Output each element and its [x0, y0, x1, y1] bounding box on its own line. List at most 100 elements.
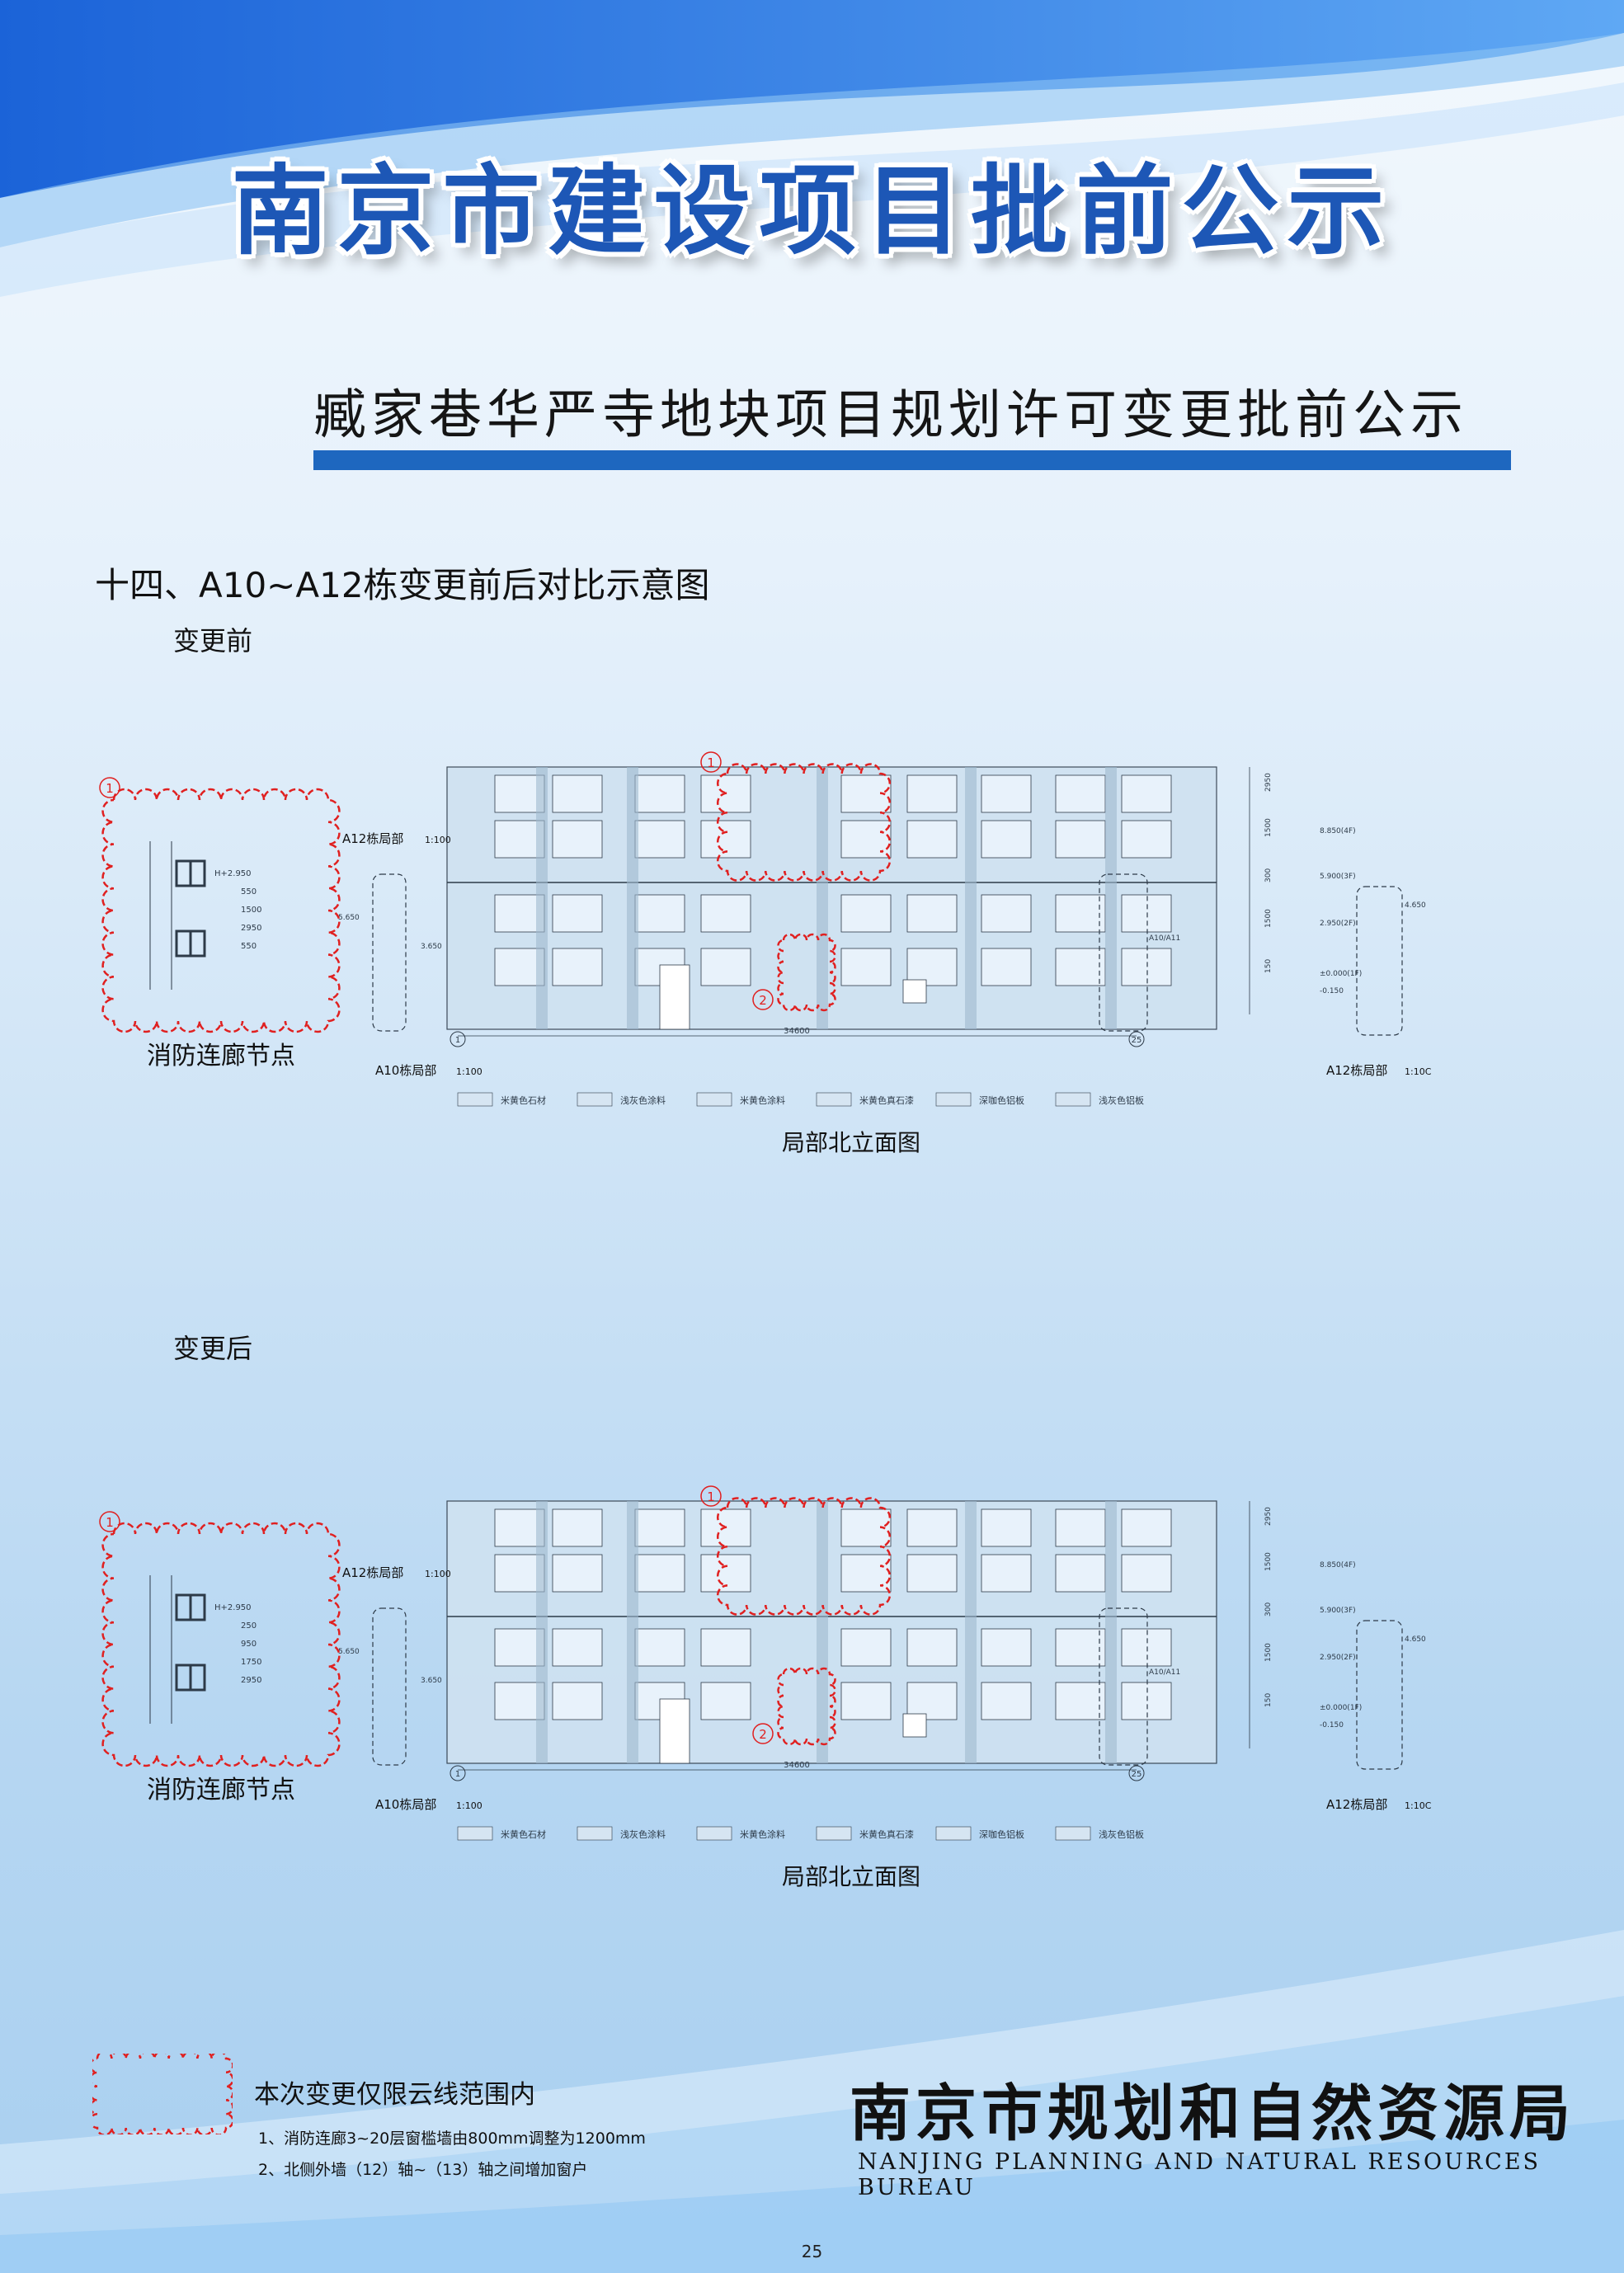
facade-cloud-marker-2-circle: [752, 989, 774, 1010]
legend-swatch: [696, 1826, 732, 1841]
level-mark: 8.850(4F): [1320, 1561, 1356, 1569]
facade-window: [981, 1628, 1032, 1667]
level-dimension: 300: [1264, 1602, 1273, 1617]
facade-window: [552, 774, 603, 813]
facade-cloud-marker-2: 2: [759, 1727, 767, 1742]
page-title: 南京市建设项目批前公示: [231, 153, 1393, 268]
legend-swatch: [577, 1092, 613, 1107]
facade-column: [1105, 767, 1117, 1029]
organization-english-name: NANJING PLANNING AND NATURAL RESOURCES B…: [858, 2149, 1542, 2200]
legend-swatch: [577, 1826, 613, 1841]
axis-bubble-left: [450, 1031, 466, 1047]
facade-window: [1055, 1682, 1106, 1720]
facade-column: [536, 1501, 548, 1763]
adjacent-building-frame: [372, 1607, 407, 1766]
facade-window: [840, 1554, 892, 1593]
facade-window: [552, 1682, 603, 1720]
facade-column: [627, 767, 638, 1029]
facade-column: [817, 767, 828, 1029]
facade-window: [700, 1628, 751, 1667]
facade-column: [817, 1501, 828, 1763]
facade-window: [906, 1554, 958, 1593]
facade-window: [1055, 820, 1106, 859]
legend-text: 本次变更仅限云线范围内: [254, 2080, 535, 2110]
footer-background-swoosh: [0, 1930, 1624, 2273]
level-mark: 2.950(2F): [1320, 1654, 1356, 1662]
facade-window: [906, 1682, 958, 1720]
legend-item: 浅灰色涂料: [620, 1094, 666, 1106]
node-caption: 消防连廊节点: [147, 1776, 295, 1805]
facade-column: [965, 1501, 977, 1763]
facade-window: [552, 820, 603, 859]
level-dimension: 1500: [1264, 909, 1273, 928]
legend-item: 米黄色石材: [501, 1828, 546, 1840]
small-window: [902, 1713, 927, 1738]
facade-window: [552, 1508, 603, 1547]
label-a12-local-right: A12栋局部: [1326, 1063, 1387, 1078]
facade-window: [634, 1628, 685, 1667]
node-dimension: H+2.950: [214, 1603, 252, 1612]
level-mark: 5.900(3F): [1320, 1607, 1356, 1615]
legend-swatch: [816, 1092, 852, 1107]
node-dimension: 550: [241, 887, 257, 896]
entrance-door: [659, 964, 690, 1030]
axis-label-left: 1: [455, 1770, 460, 1779]
legend-item: 米黄色真石漆: [859, 1094, 914, 1106]
facade-window: [1121, 948, 1172, 986]
legend-item: 米黄色石材: [501, 1094, 546, 1106]
dim-4650: 4.650: [1405, 1635, 1426, 1644]
elevation-caption: 局部北立面图: [782, 1863, 920, 1889]
level-dimension: 1500: [1264, 1643, 1273, 1662]
facade-window: [981, 1508, 1032, 1547]
facade-window: [1121, 1508, 1172, 1547]
level-dimension: 2950: [1264, 773, 1273, 792]
facade-window: [1055, 1508, 1106, 1547]
legend-item: 米黄色涂料: [740, 1828, 785, 1840]
legend-swatch: [457, 1826, 493, 1841]
facade-window: [700, 948, 751, 986]
scale-top: 1:100: [425, 835, 451, 845]
tag-a10-a11: A10/A11: [1149, 934, 1180, 943]
elevation-drawing-after: 1H+2.95025095017502950消防连廊节点125.6503.650…: [99, 1485, 1432, 1889]
facade-window: [1121, 774, 1172, 813]
cloud-marker-1: 1: [106, 1515, 114, 1530]
level-dimension: 150: [1264, 959, 1273, 973]
revision-cloud-1: [717, 1497, 891, 1616]
facade-window: [981, 774, 1032, 813]
level-dimension: 300: [1264, 868, 1273, 882]
dim-4650: 4.650: [1405, 901, 1426, 910]
facade-window: [634, 894, 685, 933]
facade-window: [1121, 820, 1172, 859]
facade-window: [552, 1628, 603, 1667]
dim-5650: 5.650: [338, 1648, 360, 1656]
revision-cloud-1: [717, 763, 891, 882]
legend-swatch: [935, 1092, 972, 1107]
facade-window: [700, 1682, 751, 1720]
facade-window: [981, 1554, 1032, 1593]
page-number: 25: [801, 2242, 823, 2261]
legend-item: 浅灰色涂料: [620, 1828, 666, 1840]
facade-window: [906, 1628, 958, 1667]
revision-cloud-2: [777, 933, 836, 1012]
facade-window: [634, 774, 685, 813]
facade-column: [1105, 1501, 1117, 1763]
organization-name: 南京市规划和自然资源局: [850, 2078, 1575, 2149]
elevation-drawing-before: 1H+2.95055015002950550消防连廊节点125.6503.650…: [99, 751, 1432, 1155]
facade-window: [552, 894, 603, 933]
facade-window: [1055, 1554, 1106, 1593]
facade-window: [634, 820, 685, 859]
facade-window: [981, 948, 1032, 986]
facade-cloud-marker-1: 1: [707, 1489, 715, 1504]
legend-item: 米黄色真石漆: [859, 1828, 914, 1840]
node-dimension: 2950: [241, 1676, 261, 1685]
adjacent-building-frame: [1356, 886, 1403, 1036]
label-a12-local-top: A12栋局部: [342, 831, 403, 846]
revision-cloud-legend-icon: [92, 2054, 233, 2134]
change-note-1: 1、消防连廊3~20层窗槛墙由800mm调整为1200mm: [258, 2129, 646, 2148]
legend-item: 深咖色铝板: [979, 1094, 1024, 1106]
level-mark: 2.950(2F): [1320, 920, 1356, 928]
scale-top: 1:100: [425, 1569, 451, 1579]
facade-window: [840, 1682, 892, 1720]
level-mark: -0.150: [1320, 987, 1344, 995]
facade-window: [906, 1508, 958, 1547]
